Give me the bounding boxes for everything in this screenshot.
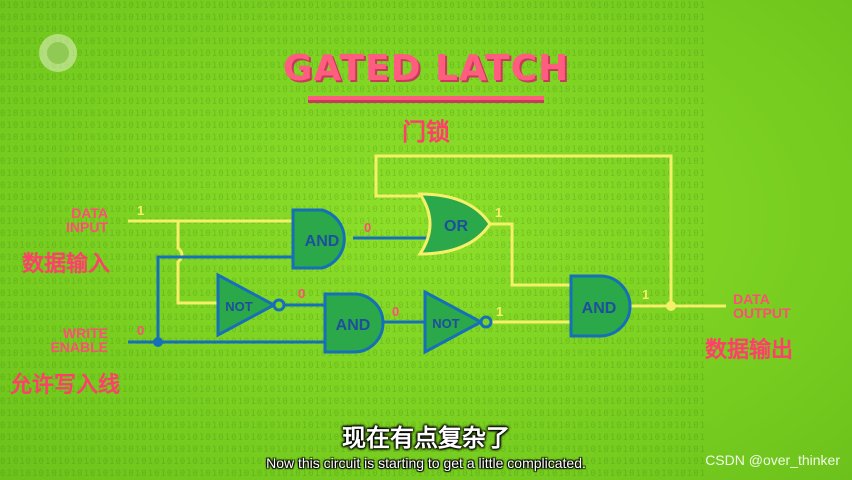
and-out-label: AND	[582, 300, 617, 317]
not-top-label: NOT	[225, 299, 253, 314]
and-top-label: AND	[305, 233, 340, 250]
not-mid-out-value: 1	[496, 304, 503, 319]
subtitle-zh: 现在有点复杂了	[342, 424, 510, 452]
write-enable-label: WRITE ENABLE	[40, 326, 108, 354]
data-input-label-line2: INPUT	[66, 219, 108, 235]
and-gate-mid	[323, 292, 385, 354]
or-gate	[417, 192, 492, 256]
write-enable-label-line2: ENABLE	[50, 339, 108, 355]
active-wires	[128, 154, 726, 324]
wire-feedback-loop	[374, 154, 673, 306]
and-out-out-value: 1	[642, 287, 649, 302]
not-gate-top-bubble	[272, 298, 286, 312]
junction-dot-output	[666, 301, 676, 311]
data-input-label: DATA INPUT	[40, 206, 108, 234]
pbs-logo-icon	[39, 34, 77, 72]
and-gate-top	[291, 208, 346, 270]
subtitle-en: Now this circuit is starting to get a li…	[266, 455, 586, 471]
wire-or-to-and	[486, 222, 571, 287]
write-enable-label-zh: 允许写入线	[10, 373, 121, 398]
not-mid-label: NOT	[432, 316, 460, 331]
write-enable-label-line1: WRITE	[62, 325, 108, 341]
write-enable-value: 0	[137, 323, 144, 338]
watermark: CSDN @over_thinker	[705, 452, 840, 468]
data-input-label-zh: 数据输入	[22, 252, 111, 277]
or-label: OR	[444, 218, 468, 235]
not-top-out-value: 0	[298, 286, 305, 301]
wire-we-to-and-top	[156, 255, 293, 342]
not-gate-mid	[423, 289, 485, 355]
data-output-label-line1: DATA	[733, 291, 770, 307]
and-mid-out-value: 0	[392, 304, 399, 319]
data-input-value: 1	[137, 203, 144, 218]
data-output-label-zh: 数据输出	[705, 338, 794, 363]
title-underline	[308, 96, 544, 100]
inactive-wires	[128, 236, 432, 344]
data-output-label: DATA OUTPUT	[733, 292, 791, 320]
diagram-title-zh: 门锁	[402, 118, 450, 146]
not-gate-mid-bubble	[479, 315, 493, 329]
and-top-out-value: 0	[364, 220, 371, 235]
data-output-label-line2: OUTPUT	[733, 305, 791, 321]
data-input-label-line1: DATA	[71, 205, 108, 221]
and-gate-output	[569, 274, 632, 338]
not-gate-top	[216, 272, 278, 338]
diagram-title: GATED LATCH	[282, 48, 570, 89]
or-out-value: 1	[495, 205, 502, 220]
wire-data-to-not	[176, 221, 218, 305]
and-mid-label: AND	[336, 317, 371, 334]
junction-dot-write	[153, 337, 163, 347]
